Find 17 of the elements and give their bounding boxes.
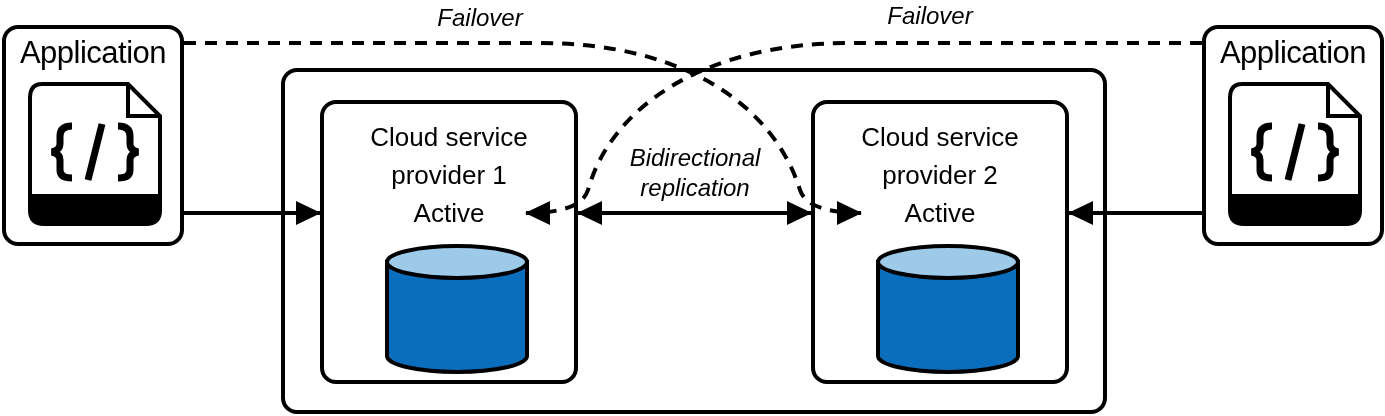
application-label: Application [18,35,168,71]
provider-box [320,100,578,384]
provider-label: Cloud service provider 2 Active [860,121,1020,230]
edge-label: Failover [886,1,975,31]
arrow [577,201,812,225]
dashed-arrow [184,41,862,225]
edge-label: Failover [436,3,525,33]
application-box [2,25,184,246]
arrow [184,201,321,225]
application-label: Application [1218,35,1368,71]
dashed-arrow [525,41,1202,225]
arrow [1068,201,1202,225]
application-box [1202,25,1384,246]
edge-label: Bidirectional replication [628,143,762,203]
provider-box [811,100,1069,384]
region-container [281,68,1107,414]
provider-label: Cloud service provider 1 Active [369,121,529,230]
